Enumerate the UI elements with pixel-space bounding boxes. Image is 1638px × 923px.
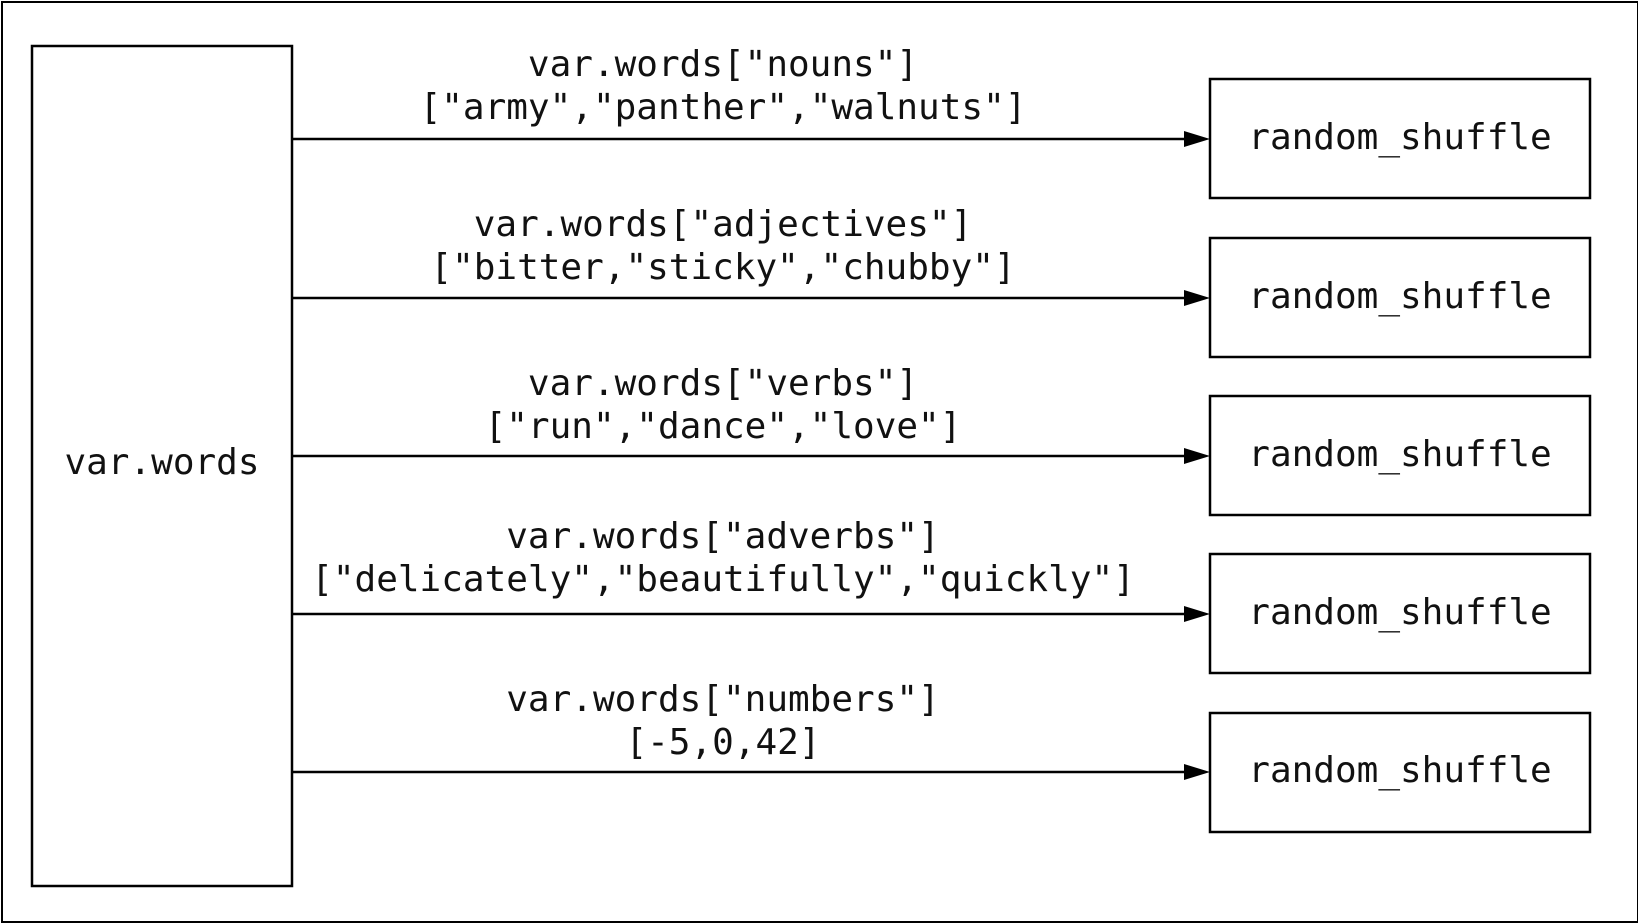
source-node: var.words (30, 44, 294, 888)
target-label: random_shuffle (1248, 276, 1551, 317)
target-box (1208, 77, 1592, 200)
flow-key-label: var.words["adverbs"] (506, 516, 939, 557)
target-box (1208, 236, 1592, 359)
flow-adjectives: var.words["adjectives"] ["bitter,"sticky… (292, 204, 1592, 359)
arrowhead (1184, 131, 1210, 147)
target-label: random_shuffle (1248, 750, 1551, 791)
flow-values-label: ["delicately","beautifully","quickly"] (311, 559, 1135, 600)
flow-values-label: [-5,0,42] (625, 722, 820, 763)
flow-values-label: ["army","panther","walnuts"] (420, 87, 1027, 128)
arrowhead (1184, 764, 1210, 780)
flow-key-label: var.words["adjectives"] (474, 204, 973, 245)
target-box (1208, 552, 1592, 675)
flow-key-label: var.words["nouns"] (528, 44, 918, 85)
flow-adverbs: var.words["adverbs"] ["delicately","beau… (292, 516, 1592, 675)
arrowhead (1184, 290, 1210, 306)
flow-verbs: var.words["verbs"] ["run","dance","love"… (292, 363, 1592, 517)
flow-values-label: ["bitter,"sticky","chubby"] (430, 247, 1015, 288)
target-label: random_shuffle (1248, 434, 1551, 475)
source-box (30, 44, 294, 888)
flow-values-label: ["run","dance","love"] (485, 406, 962, 447)
arrowhead (1184, 448, 1210, 464)
source-label: var.words (64, 442, 259, 483)
target-label: random_shuffle (1248, 117, 1551, 158)
target-box (1208, 711, 1592, 834)
flow-key-label: var.words["numbers"] (506, 679, 939, 720)
flow-numbers: var.words["numbers"] [-5,0,42] random_sh… (292, 679, 1592, 834)
flow-key-label: var.words["verbs"] (528, 363, 918, 404)
arrowhead (1184, 606, 1210, 622)
target-box (1208, 394, 1592, 517)
target-label: random_shuffle (1248, 592, 1551, 633)
flow-nouns: var.words["nouns"] ["army","panther","wa… (292, 44, 1592, 200)
